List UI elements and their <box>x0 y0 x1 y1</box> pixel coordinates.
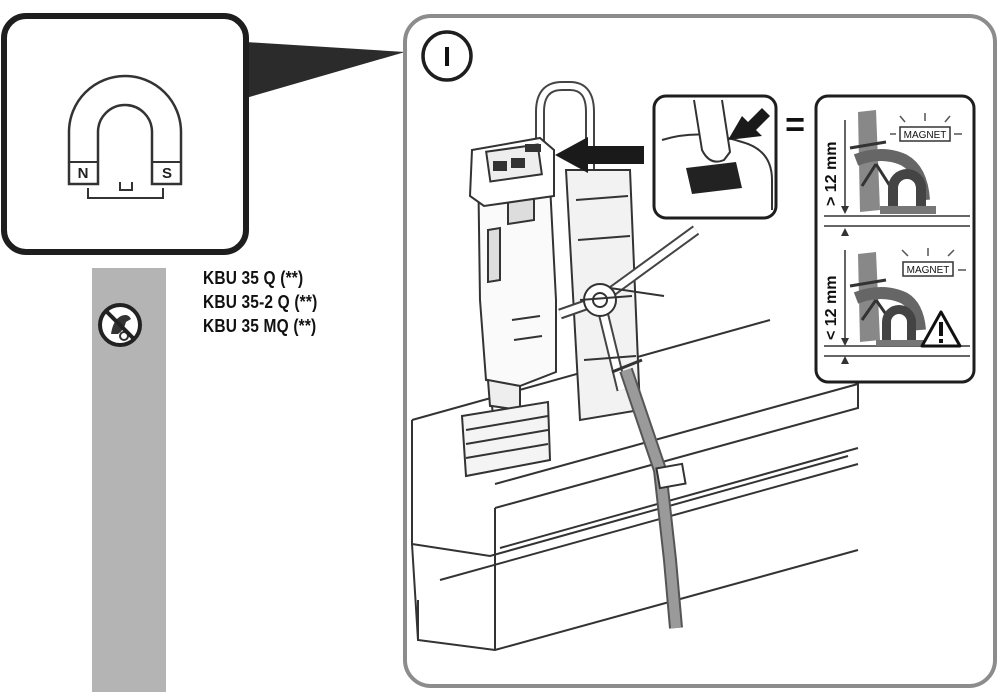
finger-icon <box>693 99 732 163</box>
magnet-detail-inset: > 12 mm MAGNET < 12 mm MAG <box>814 94 976 384</box>
detail-top-magnet-label: MAGNET <box>904 130 947 141</box>
equals-sign: = <box>785 106 805 144</box>
step-badge: I <box>421 30 473 82</box>
model-list: KBU 35 Q (**) KBU 35-2 Q (**) KBU 35 MQ … <box>203 266 336 338</box>
no-pacemaker-warning-icon <box>98 303 142 347</box>
magnet-symbol-box: N S <box>1 13 249 255</box>
pointing-arrow-icon <box>555 137 644 173</box>
step-number: I <box>443 41 451 72</box>
callout-pointer <box>246 42 405 98</box>
warning-triangle-icon <box>920 310 962 348</box>
detail-bottom-magnet-label: MAGNET <box>907 265 950 276</box>
detail-top: > 12 mm MAGNET <box>823 110 970 236</box>
magnet-pole-south: S <box>162 165 172 182</box>
model-item: KBU 35 Q (**) <box>203 268 304 288</box>
press-down-arrow-icon <box>728 108 770 140</box>
detail-bottom-distance: < 12 mm <box>823 276 840 340</box>
magnet-icon <box>67 74 183 186</box>
magnetic-drill <box>460 81 700 478</box>
safety-strap <box>611 358 687 629</box>
model-item: KBU 35 MQ (**) <box>203 316 317 336</box>
magnet-pole-north: N <box>78 165 89 182</box>
model-item: KBU 35-2 Q (**) <box>203 292 318 312</box>
button-press-inset <box>652 94 778 220</box>
detail-top-distance: > 12 mm <box>823 142 840 206</box>
detail-bottom: < 12 mm MAGNET <box>823 248 970 364</box>
